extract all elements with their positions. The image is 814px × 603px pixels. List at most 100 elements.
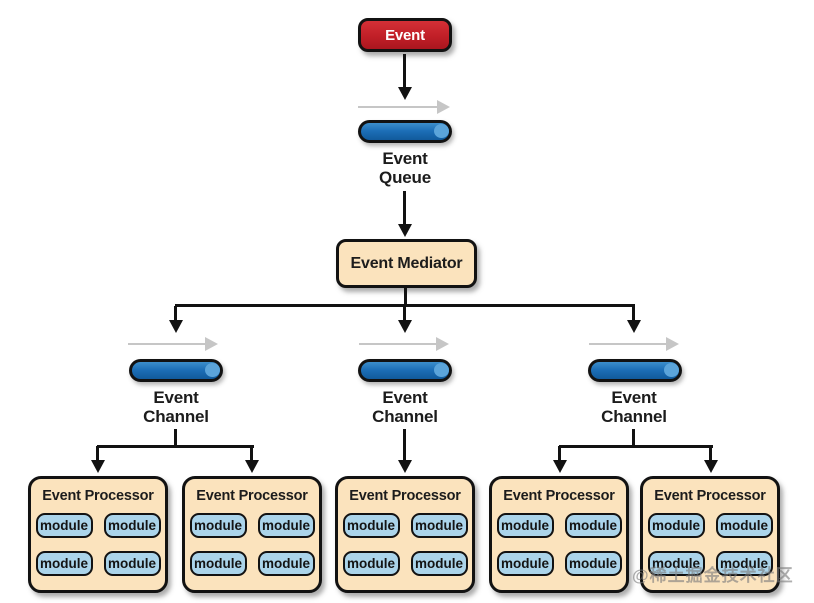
channel-2-label: Event Channel (355, 388, 455, 426)
connector-line (559, 445, 713, 448)
channel-label-line1: Event (382, 388, 428, 407)
event-processor-4: Event Processor module module module mod… (489, 476, 629, 593)
arrow-head (398, 224, 412, 237)
channel-label-line2: Channel (372, 407, 438, 426)
arrow-to-channel-1-icon (169, 306, 183, 333)
channel-label-line2: Channel (601, 407, 667, 426)
module-grid: module module module module (492, 513, 626, 576)
arrow-head (553, 460, 567, 473)
channel-3-cylinder-icon (588, 359, 682, 382)
event-processor-title: Event Processor (42, 488, 154, 504)
module-pill: module (257, 551, 315, 576)
event-queue-label-line2: Queue (379, 168, 431, 187)
arrow-line (250, 446, 253, 462)
module-pill: module (647, 551, 705, 576)
channel-1-flow-arrow-icon (128, 336, 218, 352)
arrow-to-processor-2-icon (245, 446, 259, 473)
arrow-line (403, 306, 406, 322)
channel-label-line1: Event (153, 388, 199, 407)
module-pill: module (410, 551, 468, 576)
channel-1-label: Event Channel (126, 388, 226, 426)
channel-3-label: Event Channel (584, 388, 684, 426)
event-queue-label: Event Queue (355, 149, 455, 187)
event-processor-5: Event Processor module module module mod… (640, 476, 780, 593)
module-pill: module (35, 513, 93, 538)
connector-line (632, 429, 635, 447)
module-pill: module (564, 513, 622, 538)
connector-line (404, 288, 407, 306)
channel-1-cylinder-icon (129, 359, 223, 382)
module-pill: module (564, 551, 622, 576)
connector-line (175, 304, 635, 307)
module-pill: module (342, 513, 400, 538)
module-pill: module (496, 513, 554, 538)
arrow-line (632, 306, 635, 322)
event-node: Event (358, 18, 452, 52)
arrow-to-processor-4-icon (553, 446, 567, 473)
arrow-line (558, 446, 561, 462)
arrow-head (169, 320, 183, 333)
arrow-line (128, 343, 207, 345)
arrow-head (205, 337, 218, 351)
event-mediator-node: Event Mediator (336, 239, 477, 288)
channel-2-flow-arrow-icon (359, 336, 449, 352)
module-pill: module (342, 551, 400, 576)
arrow-to-channel-3-icon (627, 306, 641, 333)
module-grid: module module module module (31, 513, 165, 576)
arrow-line (358, 106, 439, 108)
channel-2-cylinder-icon (358, 359, 452, 382)
arrow-to-processor-5-icon (704, 446, 718, 473)
arrow-line (174, 306, 177, 322)
watermark: @稀土掘金技术社区 (632, 566, 794, 585)
module-pill: module (257, 513, 315, 538)
event-processor-title: Event Processor (503, 488, 615, 504)
arrow-line (709, 446, 712, 462)
arrow-head (666, 337, 679, 351)
module-grid: module module module module (643, 513, 777, 576)
module-grid: module module module module (338, 513, 472, 576)
event-mediator-label: Event Mediator (350, 254, 463, 272)
arrow-line (403, 429, 406, 462)
module-pill: module (496, 551, 554, 576)
connector-line (97, 445, 254, 448)
arrow-line (589, 343, 668, 345)
module-pill: module (103, 551, 161, 576)
arrow-head (704, 460, 718, 473)
arrow-head (398, 320, 412, 333)
module-pill: module (189, 551, 247, 576)
arrow-to-processor-1-icon (91, 446, 105, 473)
event-processor-3: Event Processor module module module mod… (335, 476, 475, 593)
channel-label-line2: Channel (143, 407, 209, 426)
arrow-line (96, 446, 99, 462)
event-processor-1: Event Processor module module module mod… (28, 476, 168, 593)
arrow-event-to-queue-icon (398, 54, 412, 100)
module-pill: module (189, 513, 247, 538)
event-processor-title: Event Processor (349, 488, 461, 504)
arrow-queue-to-mediator-icon (398, 191, 412, 237)
event-queue-label-line1: Event (382, 149, 428, 168)
channel-label-line1: Event (611, 388, 657, 407)
connector-line (174, 429, 177, 447)
arrow-head (437, 100, 450, 114)
arrow-head (245, 460, 259, 473)
event-queue-cylinder-icon (358, 120, 452, 143)
module-pill: module (715, 513, 773, 538)
arrow-to-channel-2-icon (398, 306, 412, 333)
module-pill: module (647, 513, 705, 538)
arrow-line (359, 343, 438, 345)
queue-flow-arrow-icon (358, 99, 450, 115)
event-node-label: Event (385, 26, 425, 44)
arrow-head (398, 87, 412, 100)
event-processor-2: Event Processor module module module mod… (182, 476, 322, 593)
event-processor-title: Event Processor (654, 488, 766, 504)
arrow-to-processor-3-icon (398, 429, 412, 473)
arrow-head (436, 337, 449, 351)
module-pill: module (35, 551, 93, 576)
arrow-head (91, 460, 105, 473)
module-grid: module module module module (185, 513, 319, 576)
arrow-line (403, 191, 406, 226)
module-pill: module (410, 513, 468, 538)
event-processor-title: Event Processor (196, 488, 308, 504)
channel-3-flow-arrow-icon (589, 336, 679, 352)
